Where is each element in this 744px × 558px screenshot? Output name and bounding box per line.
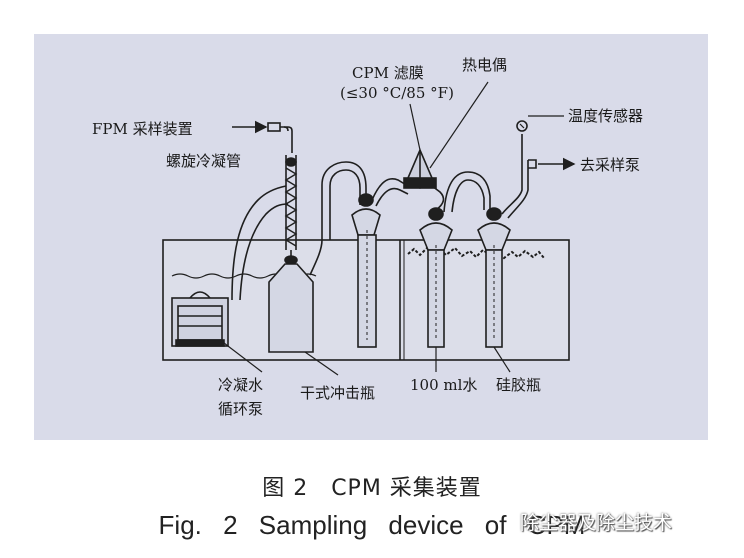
connector-1b [329,169,361,240]
water-impinger-label: 100 ml水 [410,376,478,394]
silica-leader-line [493,346,511,373]
connector-4b [451,179,485,213]
fpm-sampler-inlet [267,122,293,153]
impinger-leader-line [304,351,339,376]
connector-2 [371,178,409,201]
cpm-temp-label: (≤30 °C/85 °F) [340,84,454,102]
cpm-filter-holder [403,147,437,190]
thermocouple-leader-line [429,81,489,169]
outlet-line [501,134,523,215]
cooling-water-pump [171,291,229,347]
filter-leader-line [409,103,421,151]
coil-condenser [284,155,298,250]
connector-3 [431,185,445,211]
connector-4 [443,171,491,213]
coil-condenser-label: 螺旋冷凝管 [166,152,242,170]
pump-leader-line [223,342,263,373]
cooling-pump-label-1: 冷凝水 [218,376,264,394]
cooling-hose-left [231,185,287,301]
dry-impinger-label: 干式冲击瓶 [300,384,376,402]
cpm-filter-label: CPM 滤膜 [352,64,424,82]
to-pump-label: 去采样泵 [580,156,641,174]
dry-impinger-bottle [268,250,314,353]
connector-2b [375,187,409,207]
caption-chinese: 图 2 CPM 采集装置 [262,476,482,501]
silica-gel-label: 硅胶瓶 [496,376,542,394]
cooling-hose-right [239,203,289,301]
watermark: 除尘器及除尘技术 [520,512,673,534]
cooling-pump-label-2: 循环泵 [218,400,264,418]
caption-english: Fig. 2 Sampling device of CPM [158,510,586,540]
pump-outlet-tee [528,159,537,169]
temp-sensor-label: 温度传感器 [568,107,644,125]
impinger-2 [419,207,453,348]
temp-sensor-icon [516,120,528,132]
thermocouple-label: 热电偶 [462,56,508,74]
connector-1 [309,161,367,276]
outlet-line-b [507,160,529,219]
impinger-1 [351,193,381,348]
fpm-sampler-label: FPM 采样装置 [92,120,193,138]
impinger-3 [477,207,511,348]
